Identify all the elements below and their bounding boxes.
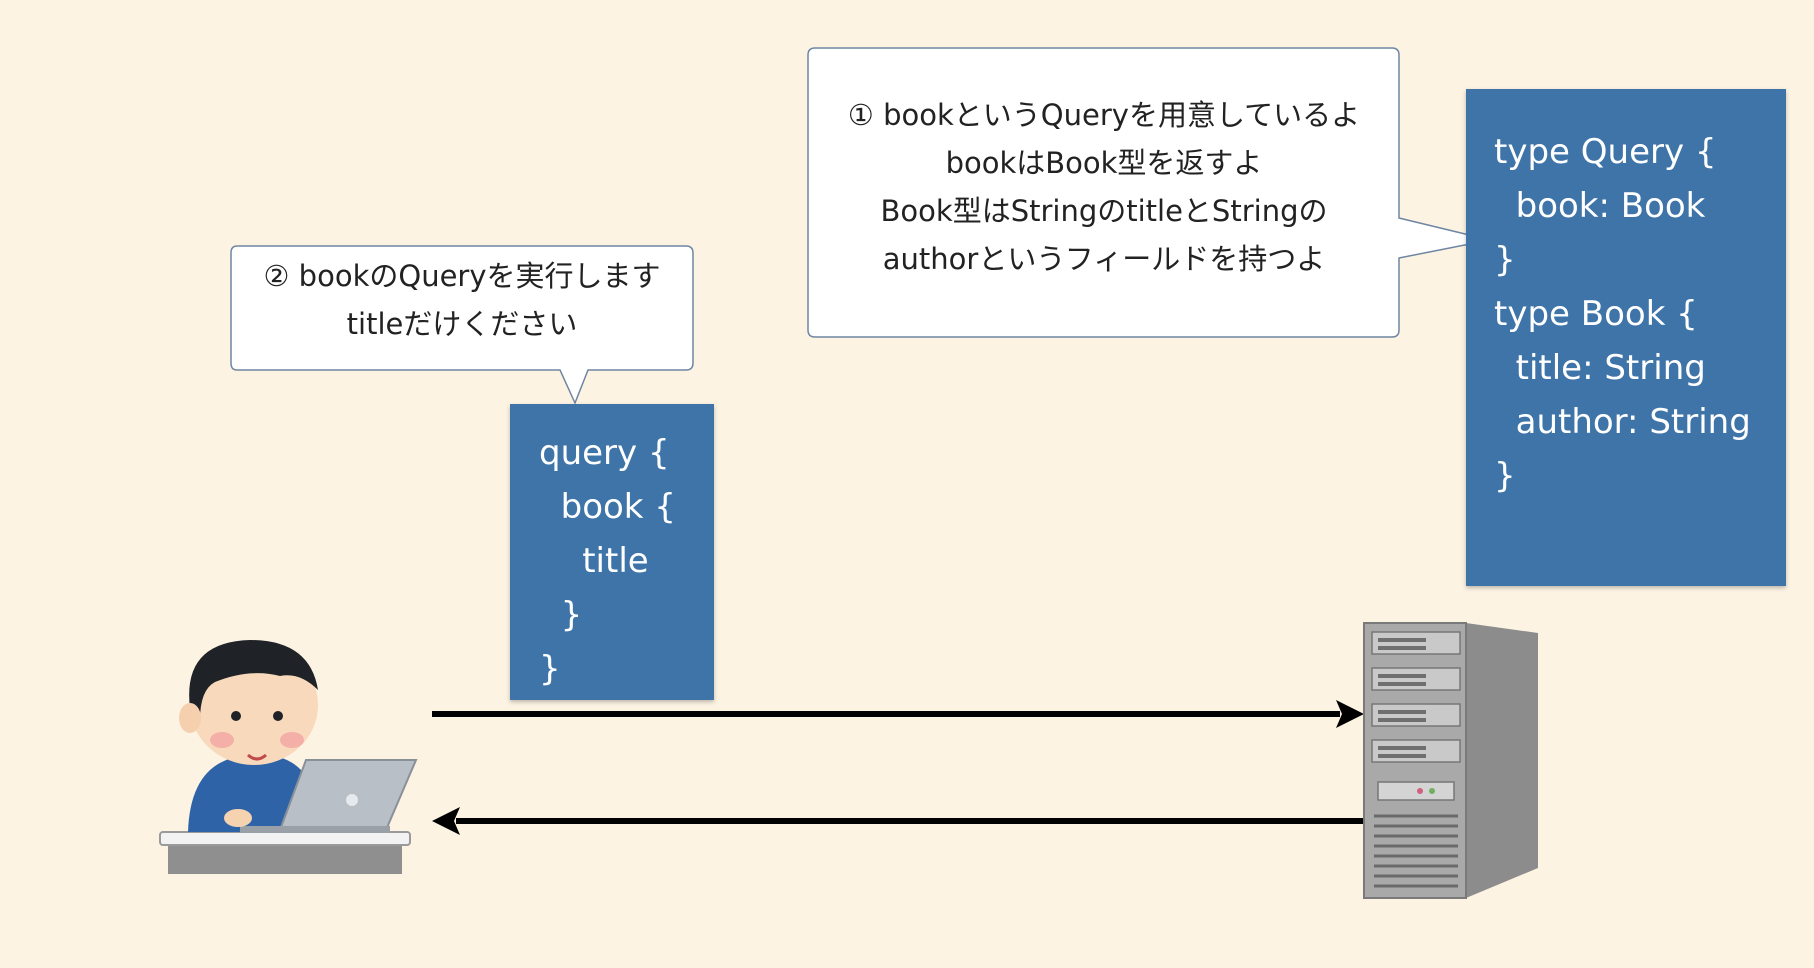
request-arrow xyxy=(432,700,1364,728)
bubble-1-line: bookはBook型を返すよ xyxy=(945,146,1263,180)
bubble-1-line: Book型はStringのtitleとStringの xyxy=(880,194,1328,228)
schema-code-line: author: String xyxy=(1494,402,1751,442)
schema-code-line: title: String xyxy=(1494,348,1706,388)
bubble-2-line: titleだけください xyxy=(346,307,578,341)
schema-code-line: } xyxy=(1494,240,1516,280)
schema-code-line: book: Book xyxy=(1494,186,1706,226)
bubble-2-text: ② bookのQueryを実行します titleだけください xyxy=(232,252,692,348)
bubble-1-line: authorというフィールドを持つよ xyxy=(882,242,1326,276)
bubble-1-line: ① bookというQueryを用意しているよ xyxy=(847,98,1361,132)
query-code-line: title xyxy=(539,541,649,581)
schema-code-box: type Query { book: Book } type Book { ti… xyxy=(1466,89,1786,586)
query-code-box: query { book { title } } xyxy=(510,404,714,700)
query-code-line: } xyxy=(539,595,583,635)
response-arrow xyxy=(432,807,1364,835)
schema-code-line: type Query { xyxy=(1494,132,1717,172)
bubble-1-text: ① bookというQueryを用意しているよ bookはBook型を返すよ Bo… xyxy=(808,91,1400,283)
query-code-line: } xyxy=(539,649,561,689)
schema-code-line: type Book { xyxy=(1494,294,1698,334)
speech-bubble-1 xyxy=(807,47,1491,338)
schema-code-line: } xyxy=(1494,456,1516,496)
query-code-line: book { xyxy=(539,487,676,527)
bubble-2-line: ② bookのQueryを実行します xyxy=(263,259,661,293)
speech-bubble-2 xyxy=(230,245,694,405)
query-code-line: query { xyxy=(539,433,670,473)
